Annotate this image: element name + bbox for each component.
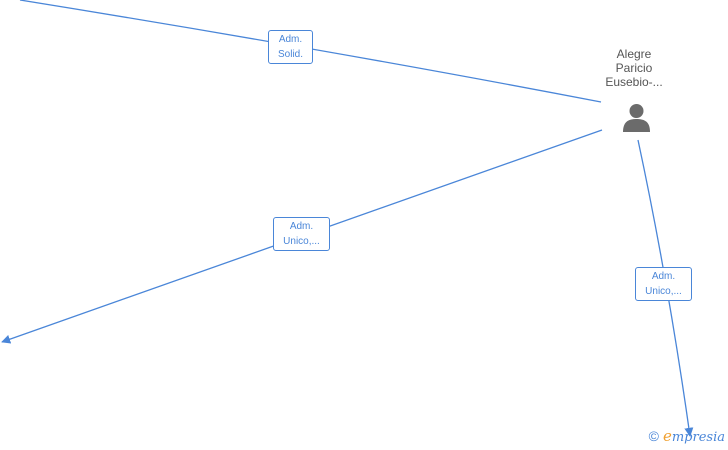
relation-label-line: Adm. xyxy=(278,34,303,45)
relation-label-line: Adm. xyxy=(289,221,314,232)
relation-label-line: Solid. xyxy=(277,49,303,60)
logo-e-letter: e xyxy=(662,427,672,445)
relation-label-line: Unico,... xyxy=(283,236,320,247)
copyright-symbol: © xyxy=(648,428,659,444)
relation-label-adm-solid[interactable]: Adm. Solid. xyxy=(268,30,313,64)
relation-label-adm-unico-left[interactable]: Adm. Unico,... xyxy=(273,217,330,251)
empresia-logo: ©empresia xyxy=(649,427,725,445)
person-name[interactable]: Alegre Paricio Eusebio-... xyxy=(594,47,674,89)
person-name-line: Eusebio-... xyxy=(605,75,663,89)
person-icon[interactable] xyxy=(621,102,652,133)
edge-top-left xyxy=(19,0,602,103)
relation-label-line: Adm. xyxy=(651,271,676,282)
person-name-line: Paricio xyxy=(615,61,653,75)
person-name-line: Alegre xyxy=(616,47,652,61)
relation-label-adm-unico-bottom[interactable]: Adm. Unico,... xyxy=(635,267,692,301)
relation-label-line: Unico,... xyxy=(645,286,682,297)
logo-wordmark: mpresia xyxy=(671,430,725,445)
